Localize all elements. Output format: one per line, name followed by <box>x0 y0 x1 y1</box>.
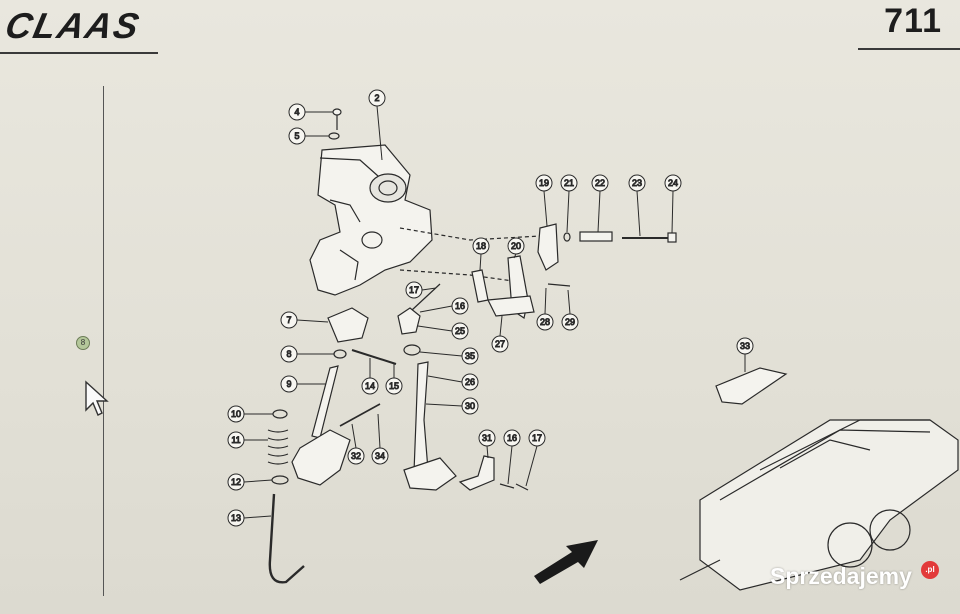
callout-7[interactable]: 7 <box>280 311 329 329</box>
svg-text:25: 25 <box>455 326 465 336</box>
callout-30[interactable]: 30 <box>425 397 479 415</box>
svg-text:7: 7 <box>286 315 291 325</box>
svg-text:17: 17 <box>532 433 542 443</box>
svg-text:12: 12 <box>231 477 241 487</box>
callout-27[interactable]: 27 <box>491 315 509 353</box>
svg-text:13: 13 <box>231 513 241 523</box>
callout-15[interactable]: 15 <box>385 364 403 395</box>
logo-underline <box>0 52 158 54</box>
callout-22[interactable]: 22 <box>591 174 609 233</box>
callout-35[interactable]: 35 <box>419 347 479 365</box>
svg-text:32: 32 <box>351 451 361 461</box>
callout-33[interactable]: 33 <box>736 337 754 372</box>
callout-10[interactable]: 10 <box>227 405 273 423</box>
callout-8[interactable]: 8 <box>280 345 334 363</box>
callout-16a[interactable]: 16 <box>419 297 469 315</box>
svg-text:18: 18 <box>476 241 486 251</box>
svg-text:30: 30 <box>465 401 475 411</box>
callout-34[interactable]: 34 <box>371 413 389 465</box>
page-number-underline <box>858 48 960 50</box>
svg-text:4: 4 <box>294 107 299 117</box>
baler-machine-part <box>679 419 959 591</box>
callout-12[interactable]: 12 <box>227 473 273 491</box>
group-bracket <box>103 86 110 596</box>
main-housing-part <box>309 144 433 296</box>
callout-group: 2 4 5 7 8 9 10 11 12 13 14 15 16 17 18 1… <box>227 89 754 527</box>
svg-text:5: 5 <box>294 131 299 141</box>
callout-25[interactable]: 25 <box>417 322 469 340</box>
svg-text:20: 20 <box>511 241 521 251</box>
page-number: 711 <box>884 2 942 40</box>
svg-text:31: 31 <box>482 433 492 443</box>
watermark-text: Sprzedajemy <box>770 563 912 589</box>
svg-text:21: 21 <box>564 178 574 188</box>
callout-21[interactable]: 21 <box>560 174 578 233</box>
svg-text:14: 14 <box>365 381 375 391</box>
svg-text:8: 8 <box>286 349 291 359</box>
svg-text:28: 28 <box>540 317 550 327</box>
cursor-arrow-icon <box>85 380 109 416</box>
direction-arrow-icon <box>534 540 598 584</box>
svg-text:10: 10 <box>231 409 241 419</box>
callout-23[interactable]: 23 <box>628 174 646 237</box>
svg-text:26: 26 <box>465 377 475 387</box>
svg-text:19: 19 <box>539 178 549 188</box>
svg-text:9: 9 <box>286 379 291 389</box>
svg-text:16: 16 <box>507 433 517 443</box>
svg-text:33: 33 <box>740 341 750 351</box>
svg-text:2: 2 <box>374 93 379 103</box>
svg-text:11: 11 <box>231 435 240 445</box>
callout-24[interactable]: 24 <box>664 174 682 234</box>
callout-20[interactable]: 20 <box>507 237 525 259</box>
bolt-part <box>328 108 342 140</box>
callout-17b[interactable]: 17 <box>525 429 546 487</box>
callout-13[interactable]: 13 <box>227 509 272 527</box>
svg-text:29: 29 <box>565 317 575 327</box>
svg-text:15: 15 <box>389 381 399 391</box>
callout-28[interactable]: 28 <box>536 287 554 331</box>
svg-text:22: 22 <box>595 178 605 188</box>
callout-26[interactable]: 26 <box>427 373 479 391</box>
svg-text:17: 17 <box>409 285 419 295</box>
svg-text:23: 23 <box>632 178 642 188</box>
callout-18[interactable]: 18 <box>472 237 490 271</box>
svg-text:27: 27 <box>495 339 505 349</box>
callout-17a[interactable]: 17 <box>405 281 437 299</box>
svg-text:35: 35 <box>465 351 475 361</box>
watermark-badge: .pl <box>921 561 939 579</box>
callout-5[interactable]: 5 <box>288 127 329 145</box>
group-marker[interactable]: 8 <box>76 336 90 350</box>
callout-4[interactable]: 4 <box>288 103 333 121</box>
svg-text:16: 16 <box>455 301 465 311</box>
callout-2[interactable]: 2 <box>368 89 386 161</box>
callout-19[interactable]: 19 <box>535 174 553 227</box>
callout-11[interactable]: 11 <box>227 431 268 449</box>
callout-14[interactable]: 14 <box>361 358 379 395</box>
callout-9[interactable]: 9 <box>280 375 326 393</box>
svg-text:34: 34 <box>375 451 385 461</box>
callout-29[interactable]: 29 <box>561 289 579 331</box>
callout-16b[interactable]: 16 <box>503 429 521 485</box>
callout-32[interactable]: 32 <box>347 423 365 465</box>
svg-text:24: 24 <box>668 178 678 188</box>
callout-31[interactable]: 31 <box>478 429 496 459</box>
